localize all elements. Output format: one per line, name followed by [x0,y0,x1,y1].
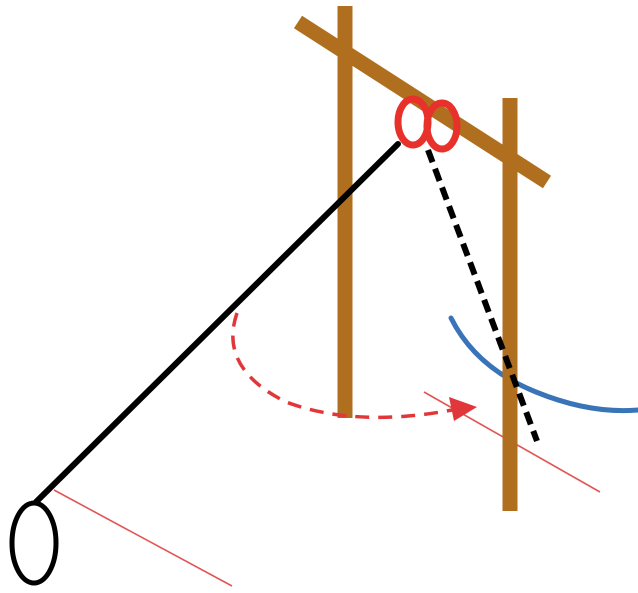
blue-curve [448,315,638,414]
ground-line-left [53,489,233,587]
pivot-ring-right [423,99,461,153]
pendulum-rope-end-dashed [425,148,540,443]
pendulum-rope-start [33,141,401,505]
pivot-ring-left [394,95,432,149]
swing-path-arrow [231,312,453,420]
swing-path-arrowhead [449,397,477,421]
hanging-ring [9,500,59,586]
